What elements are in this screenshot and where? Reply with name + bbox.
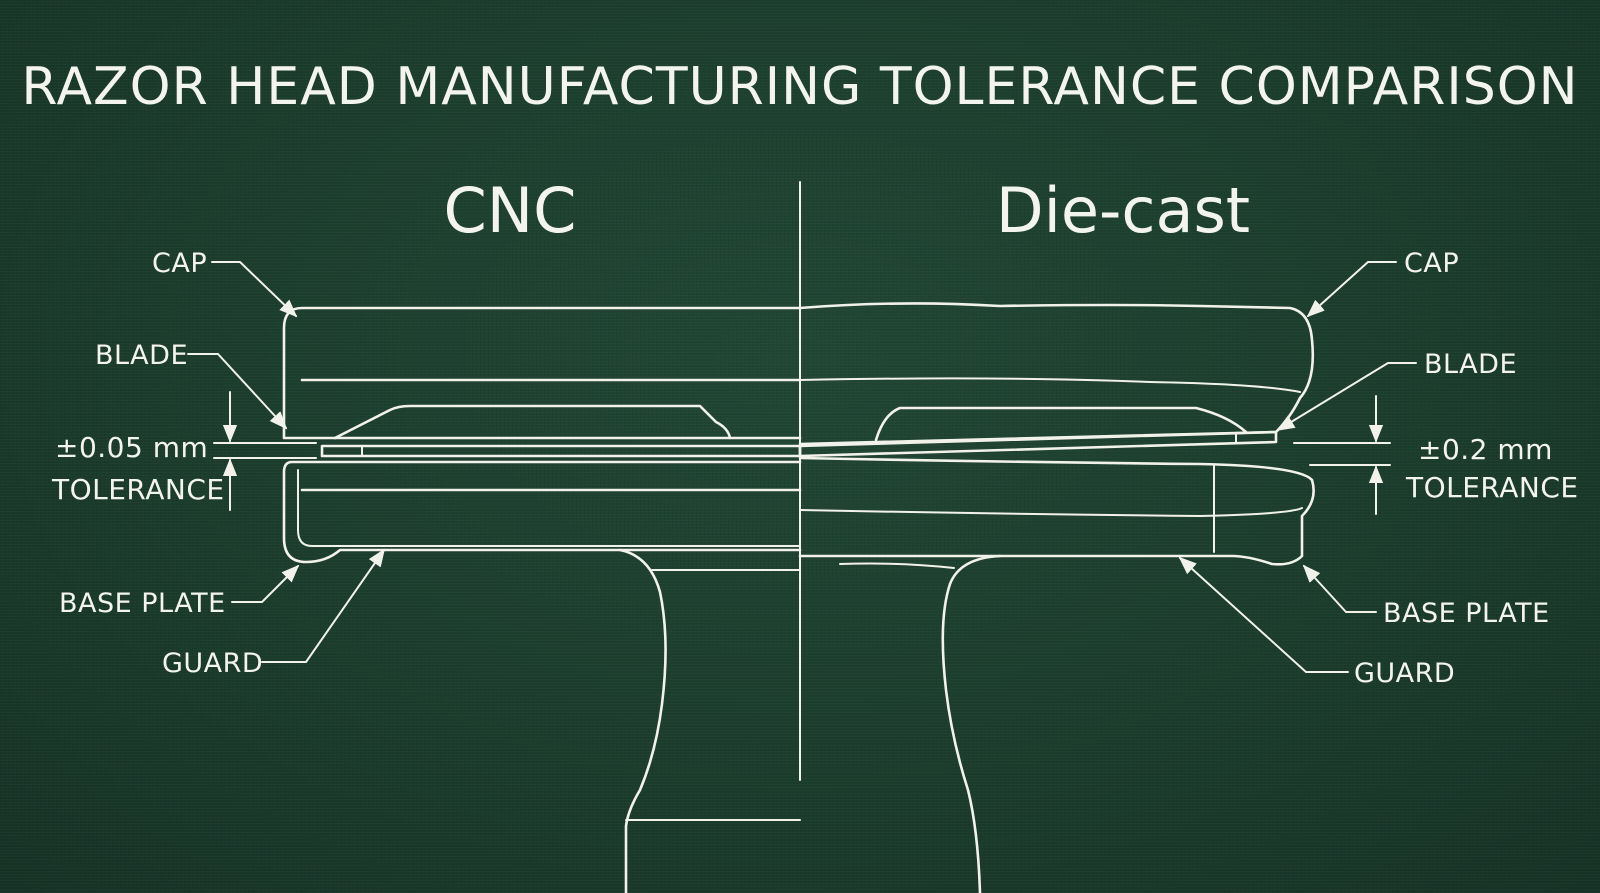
diecast-cap-line	[799, 377, 1301, 393]
cnc-heading: CNC	[444, 174, 577, 247]
diecast-labels: CAP BLADE BASE PLATE GUARD ±0.2 mm TOLER…	[1178, 248, 1579, 689]
cnc-razor-drawing	[282, 306, 802, 893]
diecast-guard-label: GUARD	[1354, 658, 1455, 689]
diecast-guard-leader	[1178, 556, 1349, 673]
diecast-heading: Die-cast	[996, 174, 1250, 247]
diecast-handle-top-line	[839, 562, 955, 569]
diecast-base-plate-outline	[798, 456, 1315, 566]
diecast-razor-drawing	[798, 302, 1315, 893]
cnc-cap-hump	[333, 404, 732, 440]
diecast-blade-leader	[1276, 362, 1417, 431]
diecast-cap-hump	[874, 406, 1248, 442]
diecast-tolerance-value: ±0.2 mm	[1418, 433, 1553, 466]
diecast-base-plate-label: BASE PLATE	[1383, 598, 1550, 629]
diecast-cap-leader	[1306, 261, 1397, 318]
cnc-cap-outline	[282, 306, 802, 440]
cnc-cap-leader	[211, 261, 298, 318]
cnc-tolerance-label: TOLERANCE	[51, 473, 225, 506]
diagram-title: RAZOR HEAD MANUFACTURING TOLERANCE COMPA…	[21, 57, 1578, 117]
diecast-blade-label: BLADE	[1424, 349, 1517, 380]
cnc-base-inner-line	[297, 469, 801, 547]
cnc-cap-label: CAP	[152, 248, 207, 279]
cnc-tolerance-value: ±0.05 mm	[55, 431, 208, 464]
cnc-guard-leader	[261, 548, 386, 663]
cnc-handle-outline	[618, 548, 667, 893]
cnc-blade-label: BLADE	[95, 340, 188, 371]
diecast-tolerance-label: TOLERANCE	[1405, 471, 1579, 504]
diecast-base-plate-leader	[1302, 564, 1377, 613]
cnc-base-plate-outline	[282, 460, 802, 564]
diecast-base-line	[799, 507, 1303, 517]
diecast-cap-outline	[798, 302, 1315, 446]
cnc-guard-label: GUARD	[162, 648, 263, 679]
cnc-blade-leader	[187, 353, 288, 430]
diecast-blade	[798, 430, 1278, 458]
diecast-handle-outline	[941, 554, 1002, 893]
cnc-base-plate-label: BASE PLATE	[59, 588, 226, 619]
cnc-labels: CAP BLADE BASE PLATE GUARD ±0.05 mm TOLE…	[51, 248, 386, 679]
cnc-blade	[320, 444, 802, 458]
diecast-cap-label: CAP	[1404, 248, 1459, 279]
cnc-base-plate-leader	[231, 564, 300, 603]
